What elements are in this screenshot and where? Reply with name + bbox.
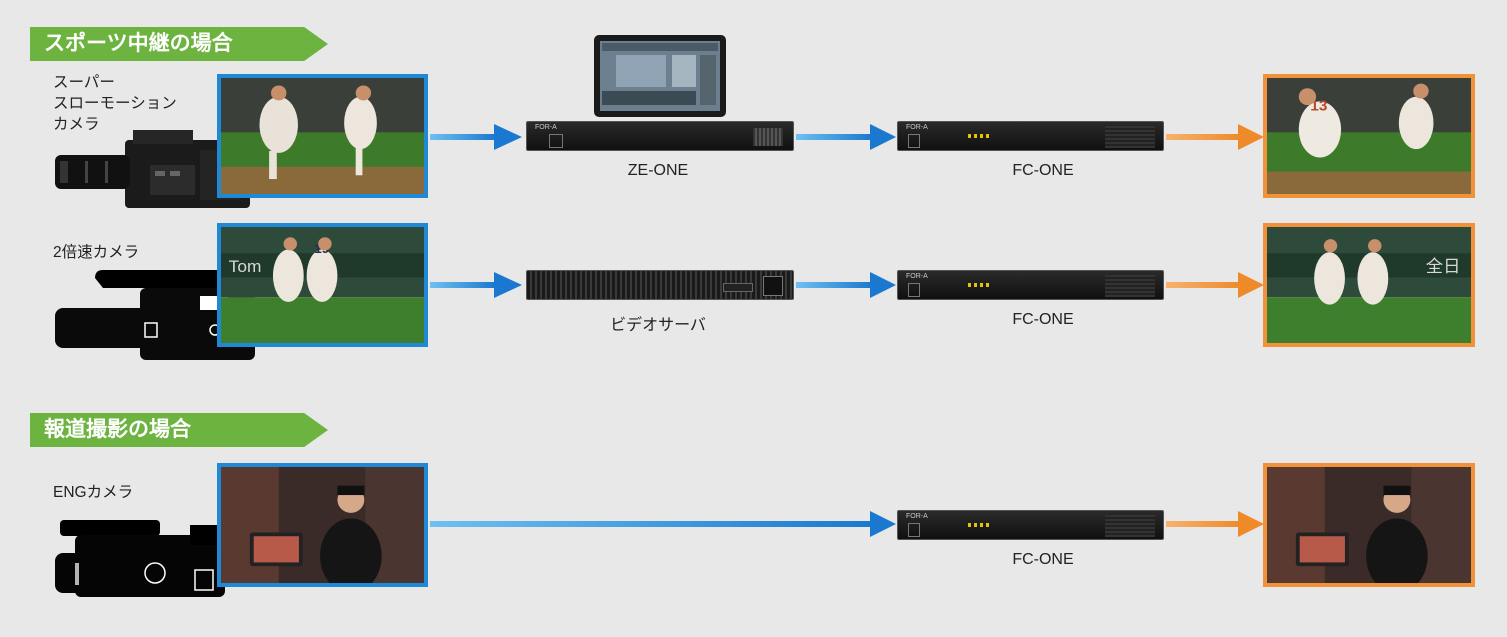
- fc-one-device-row3: FOR-A: [897, 510, 1164, 540]
- video-server-label: ビデオサーバ: [610, 317, 706, 334]
- section-header-sports: スポーツ中継の場合: [30, 27, 328, 61]
- camera-label-super-slow: スーパー スローモーション カメラ: [53, 74, 177, 133]
- eng-camera-image: [55, 520, 225, 597]
- input-video-row1: [217, 74, 428, 198]
- scene-jersey-number-out: 13: [1310, 98, 1327, 115]
- output-video-row2: 全日: [1263, 223, 1475, 347]
- output-video-row3: [1263, 463, 1475, 587]
- input-video-row3: [217, 463, 428, 587]
- fc-one-label-row2: FC-ONE: [1012, 311, 1074, 328]
- section-header-news: 報道撮影の場合: [30, 413, 328, 447]
- output-video-row1: 13: [1263, 74, 1475, 198]
- scene-banner-text-out: 全日: [1426, 257, 1461, 277]
- arrow-row1-out: [1166, 124, 1264, 150]
- fc-one-label-row1: FC-ONE: [1012, 162, 1074, 179]
- camera-label-eng: ENGカメラ: [53, 484, 134, 501]
- arrow-row3-in: [430, 511, 896, 537]
- arrow-row1-mid: [796, 124, 896, 150]
- fc-one-label-row3: FC-ONE: [1012, 551, 1074, 568]
- scene-banner-text: Tom: [229, 257, 262, 276]
- input-video-row2: Tom 19: [217, 223, 428, 347]
- tablet-controller-image: [594, 35, 726, 117]
- device-brand-text: FOR-A: [535, 124, 557, 131]
- arrow-row2-mid: [796, 272, 896, 298]
- camera-label-2x: 2倍速カメラ: [53, 244, 140, 261]
- fc-one-device-row1: FOR-A: [897, 121, 1164, 151]
- ze-one-label: ZE-ONE: [627, 162, 689, 179]
- video-server-device: [526, 270, 794, 300]
- arrow-row2-in: [430, 272, 522, 298]
- ze-one-device: FOR-A: [526, 121, 794, 151]
- arrow-row2-out: [1166, 272, 1264, 298]
- arrow-row3-out: [1166, 511, 1264, 537]
- arrow-row1-in: [430, 124, 522, 150]
- fc-one-device-row2: FOR-A: [897, 270, 1164, 300]
